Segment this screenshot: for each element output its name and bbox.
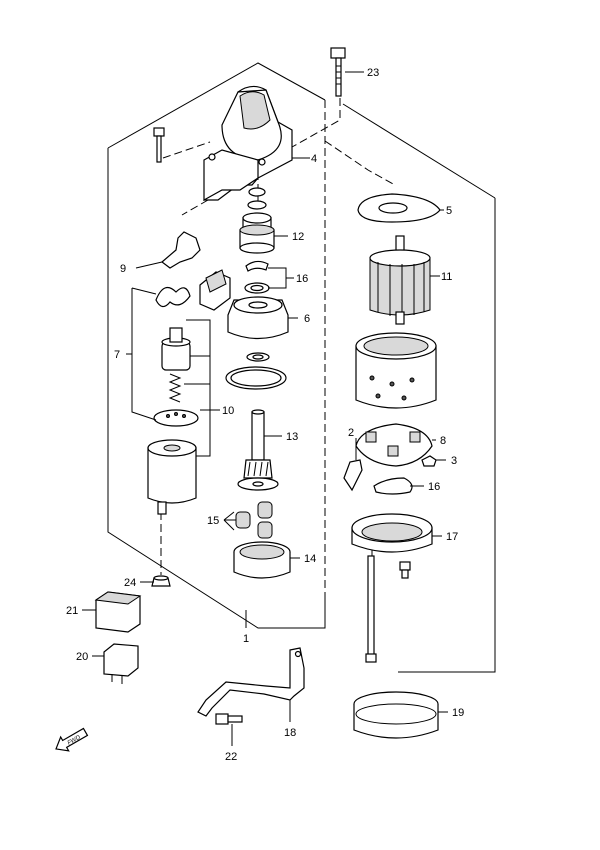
contact-block <box>199 269 231 311</box>
part-label-16-lower: 16 <box>428 481 440 493</box>
small-bolt-top <box>153 127 165 163</box>
bolt-22 <box>215 713 243 725</box>
guide-line-left <box>181 199 209 216</box>
washer-plate <box>153 409 199 427</box>
part-label-11: 11 <box>441 271 452 283</box>
part-label-20: 20 <box>76 651 88 663</box>
part-label-22: 22 <box>225 751 237 763</box>
planet-gears-15 <box>235 501 273 539</box>
leader-16-upper <box>268 267 294 289</box>
shaft-13 <box>237 409 279 491</box>
guide-line-top <box>162 141 211 159</box>
small-bolt-17 <box>399 561 411 579</box>
part-label-5: 5 <box>446 205 452 217</box>
part-label-4: 4 <box>311 153 317 165</box>
gasket-ring <box>225 366 287 390</box>
nut-24 <box>151 575 171 587</box>
pinion-gear-12 <box>239 187 275 254</box>
spring-clip-7 <box>155 286 191 308</box>
part-label-2: 2 <box>348 427 354 439</box>
part-label-23: 23 <box>367 67 379 79</box>
part-label-15: 15 <box>207 515 219 527</box>
part-label-21: 21 <box>66 605 78 617</box>
part-label-8: 8 <box>440 435 446 447</box>
part-label-19: 19 <box>452 707 464 719</box>
part-label-6: 6 <box>304 313 310 325</box>
solenoid-body <box>147 439 197 515</box>
washer-under-cap <box>246 352 270 362</box>
part-label-1: 1 <box>243 633 249 645</box>
terminal-2 <box>343 459 363 492</box>
part-label-9: 9 <box>120 263 126 275</box>
internal-gear-14 <box>233 541 291 579</box>
end-cover-17 <box>351 513 433 553</box>
assembly-frame-outline <box>107 62 496 673</box>
relay-20 <box>103 643 139 684</box>
assembly-frame-inner-left <box>342 103 496 199</box>
clip-ring-16-upper <box>244 260 270 294</box>
part-label-24: 24 <box>124 577 136 589</box>
housing-cover-4 <box>203 85 293 202</box>
leader-7 <box>126 287 157 421</box>
part-label-13: 13 <box>286 431 298 443</box>
nut-3 <box>421 455 437 467</box>
part-label-14: 14 <box>304 553 316 565</box>
plate-5 <box>357 193 441 223</box>
bolt-23 <box>330 47 346 97</box>
part-label-18: 18 <box>284 727 296 739</box>
leader-15 <box>223 511 236 531</box>
bracket-9 <box>161 231 201 269</box>
yoke-housing <box>355 332 437 409</box>
part-label-16-upper: 16 <box>296 273 308 285</box>
brush-holder-8 <box>355 423 433 467</box>
band-19 <box>353 691 439 739</box>
part-label-12: 12 <box>292 231 304 243</box>
spring <box>168 373 182 403</box>
part-label-3: 3 <box>451 455 457 467</box>
plate-16-lower <box>373 477 413 495</box>
guide-line-4 <box>324 140 396 186</box>
forward-arrow-icon: FWD <box>55 727 89 752</box>
leader-10 <box>184 319 220 457</box>
part-label-7: 7 <box>114 349 120 361</box>
guide-line-23 <box>291 98 341 148</box>
bracket-18 <box>197 647 305 717</box>
part-label-10: 10 <box>222 405 234 417</box>
cap-6 <box>227 296 289 340</box>
plunger <box>161 327 191 371</box>
armature-11 <box>369 235 431 325</box>
relay-21 <box>94 591 142 633</box>
leader-9 <box>135 261 163 269</box>
part-label-17: 17 <box>446 531 458 543</box>
through-bolt <box>365 555 377 663</box>
